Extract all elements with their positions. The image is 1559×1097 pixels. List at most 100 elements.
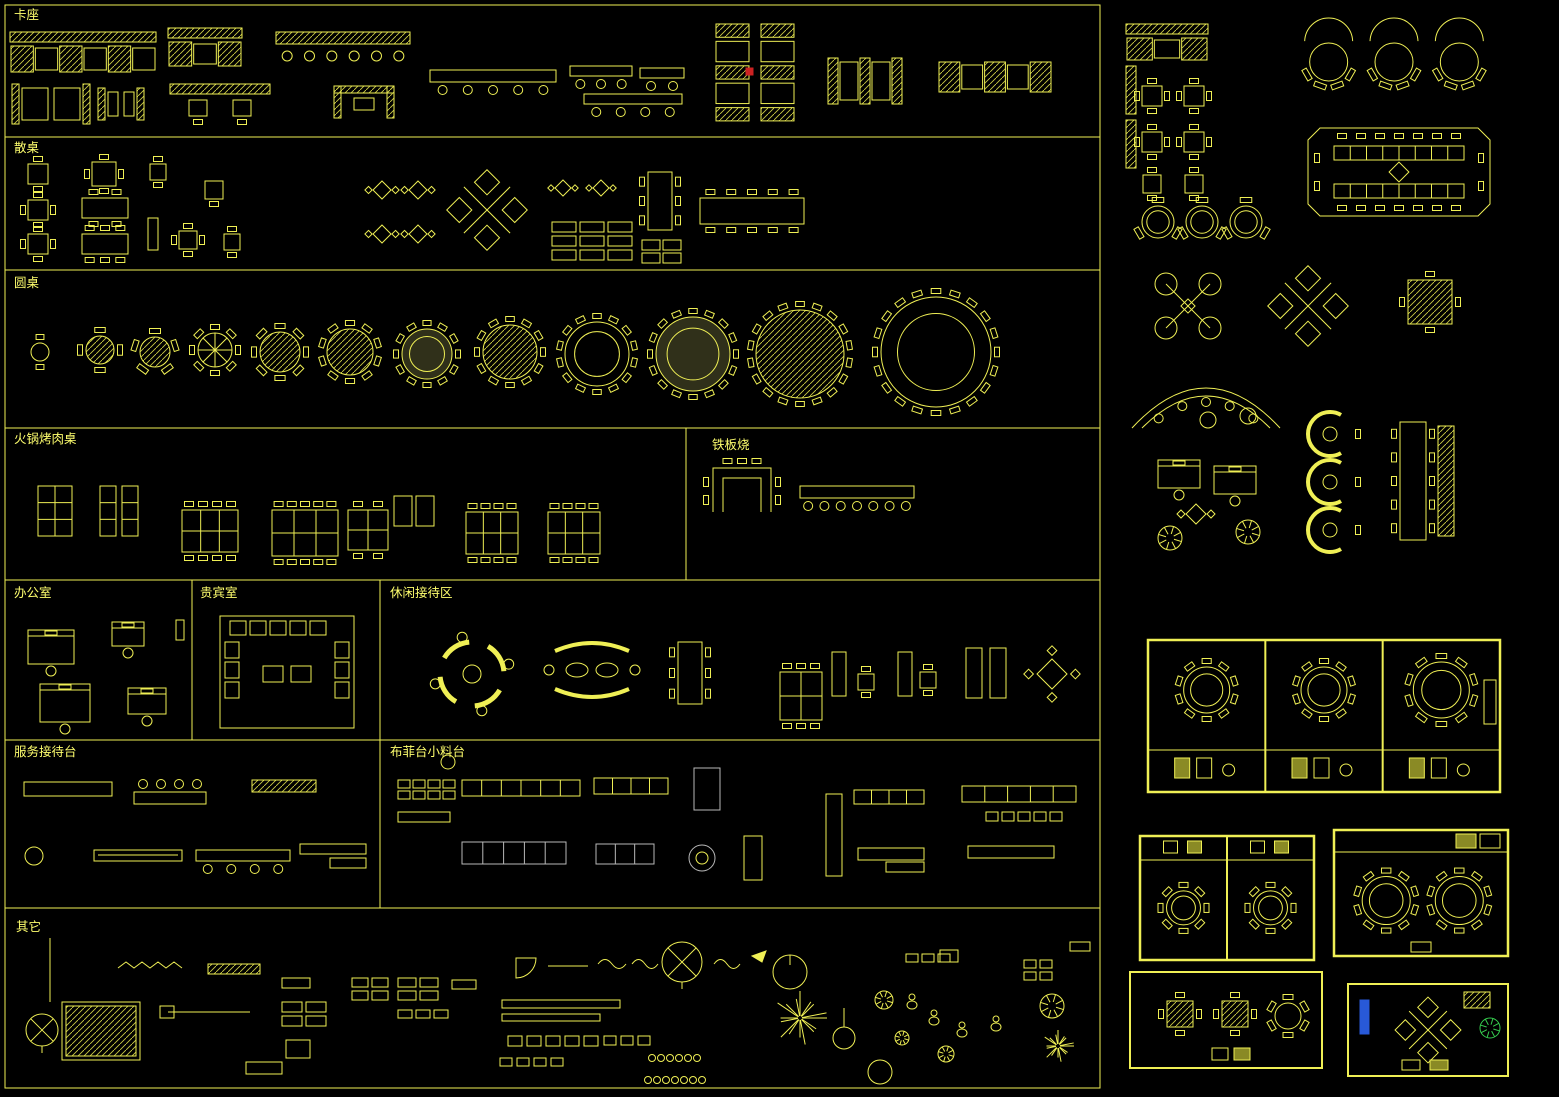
round-table[interactable] (1199, 411, 1217, 429)
diamond-table-set[interactable] (1023, 645, 1081, 703)
hatched-bench[interactable] (1125, 65, 1137, 115)
block-rect[interactable] (175, 619, 185, 641)
long-table[interactable] (669, 641, 711, 705)
square-table[interactable] (1184, 167, 1204, 201)
diamond-table[interactable] (547, 179, 579, 197)
square-table[interactable] (1142, 167, 1162, 201)
block-rect[interactable] (693, 767, 721, 811)
square-table[interactable] (27, 156, 49, 192)
wave-symbol[interactable] (713, 959, 741, 969)
long-table[interactable] (81, 189, 129, 227)
round-table[interactable] (77, 327, 123, 373)
double-sided-booth[interactable] (715, 23, 795, 122)
block-rect[interactable] (897, 651, 913, 697)
round-table[interactable] (393, 320, 461, 388)
round-lounge-set[interactable] (429, 631, 515, 717)
block-circle[interactable] (867, 1059, 893, 1085)
block-rect[interactable] (451, 979, 477, 990)
hatched-bench[interactable] (207, 963, 261, 975)
square-table[interactable] (1176, 124, 1212, 160)
teppanyaki-u-table[interactable] (703, 458, 781, 513)
round-table[interactable] (1177, 197, 1227, 240)
round-table[interactable] (1133, 197, 1183, 240)
hotpot-table-with-chairs[interactable] (271, 501, 339, 565)
four-round-tables[interactable] (1154, 272, 1222, 340)
u-booth[interactable] (333, 85, 395, 119)
tableware-row[interactable] (648, 1054, 701, 1062)
diamond-table[interactable] (1176, 503, 1216, 525)
square-table[interactable] (20, 192, 56, 228)
booth-strip[interactable] (938, 61, 1052, 93)
block-rect[interactable] (281, 977, 311, 989)
round-table[interactable] (251, 323, 309, 381)
block-rect[interactable] (285, 1039, 311, 1059)
block-rect[interactable] (501, 999, 621, 1009)
round-table[interactable] (474, 316, 546, 388)
block-rect[interactable] (61, 1001, 141, 1061)
square-table[interactable] (20, 226, 56, 262)
corner-floor-plan[interactable] (1129, 971, 1323, 1069)
round-table[interactable] (130, 328, 180, 375)
counter-with-stools[interactable] (133, 779, 207, 805)
bench-with-tables[interactable] (169, 83, 271, 125)
small-unit-row[interactable] (641, 239, 682, 264)
person-figure[interactable] (906, 993, 918, 1010)
hatched-bench[interactable] (251, 779, 317, 793)
square-table[interactable] (919, 664, 937, 696)
block-circle[interactable] (695, 851, 709, 865)
red-marker[interactable] (745, 67, 754, 76)
counter-with-stools[interactable] (639, 67, 685, 91)
booth-pair[interactable] (11, 83, 91, 125)
small-unit-row[interactable] (1023, 959, 1053, 981)
booth-strip[interactable] (1125, 23, 1209, 61)
diamond-room-floor-plan[interactable] (1347, 983, 1509, 1077)
hotpot-table[interactable] (37, 485, 73, 537)
booth-group[interactable] (827, 57, 903, 105)
block-rect[interactable] (989, 647, 1007, 699)
square-table[interactable] (857, 666, 875, 698)
diamond-table[interactable] (364, 180, 400, 200)
square-table[interactable] (1176, 78, 1212, 114)
plant[interactable] (874, 990, 894, 1010)
ceiling-fan-symbol[interactable] (661, 941, 703, 989)
office-desk[interactable] (27, 629, 75, 677)
wave-symbol[interactable] (597, 959, 627, 969)
counter-with-stools[interactable] (429, 69, 557, 95)
small-unit-row[interactable] (551, 221, 633, 261)
diamond-table[interactable] (400, 180, 436, 200)
block-rect[interactable] (885, 861, 925, 873)
small-unit-row[interactable] (397, 1009, 449, 1019)
square-table[interactable] (1134, 124, 1170, 160)
plant[interactable] (1039, 993, 1065, 1019)
person-figure[interactable] (990, 1015, 1002, 1032)
small-unit-row[interactable] (351, 977, 389, 1001)
hotpot-table-with-chairs[interactable] (465, 503, 519, 563)
hotpot-table[interactable] (461, 841, 567, 865)
office-desk[interactable] (111, 621, 145, 659)
block-rect[interactable] (245, 1061, 283, 1075)
block-rect[interactable] (857, 847, 925, 861)
two-table-floor-plan[interactable] (1332, 828, 1510, 958)
block-rect[interactable] (159, 1005, 175, 1019)
hotpot-table-with-chairs[interactable] (181, 501, 239, 561)
zigzag-symbol[interactable] (117, 961, 183, 969)
office-desk[interactable] (39, 683, 91, 735)
block-rect[interactable] (825, 793, 843, 877)
counter-with-stools[interactable] (195, 849, 291, 874)
round-table[interactable] (1221, 197, 1271, 240)
triangle-marker[interactable] (750, 950, 767, 963)
block-rect[interactable] (397, 811, 451, 823)
round-table[interactable] (746, 301, 854, 407)
hotpot-table[interactable] (593, 777, 669, 795)
vip-room-layout[interactable] (219, 615, 355, 729)
round-table[interactable] (318, 320, 382, 384)
block-circle[interactable] (832, 1026, 856, 1050)
round-table[interactable] (1239, 407, 1257, 425)
block-rect[interactable] (1069, 941, 1091, 952)
person-figure[interactable] (928, 1009, 940, 1026)
hotpot-table-with-chairs[interactable] (779, 663, 823, 729)
block-rect[interactable] (393, 495, 413, 527)
plant-burst[interactable] (777, 991, 827, 1045)
hotpot-table[interactable] (853, 789, 925, 805)
long-table[interactable] (699, 189, 805, 233)
